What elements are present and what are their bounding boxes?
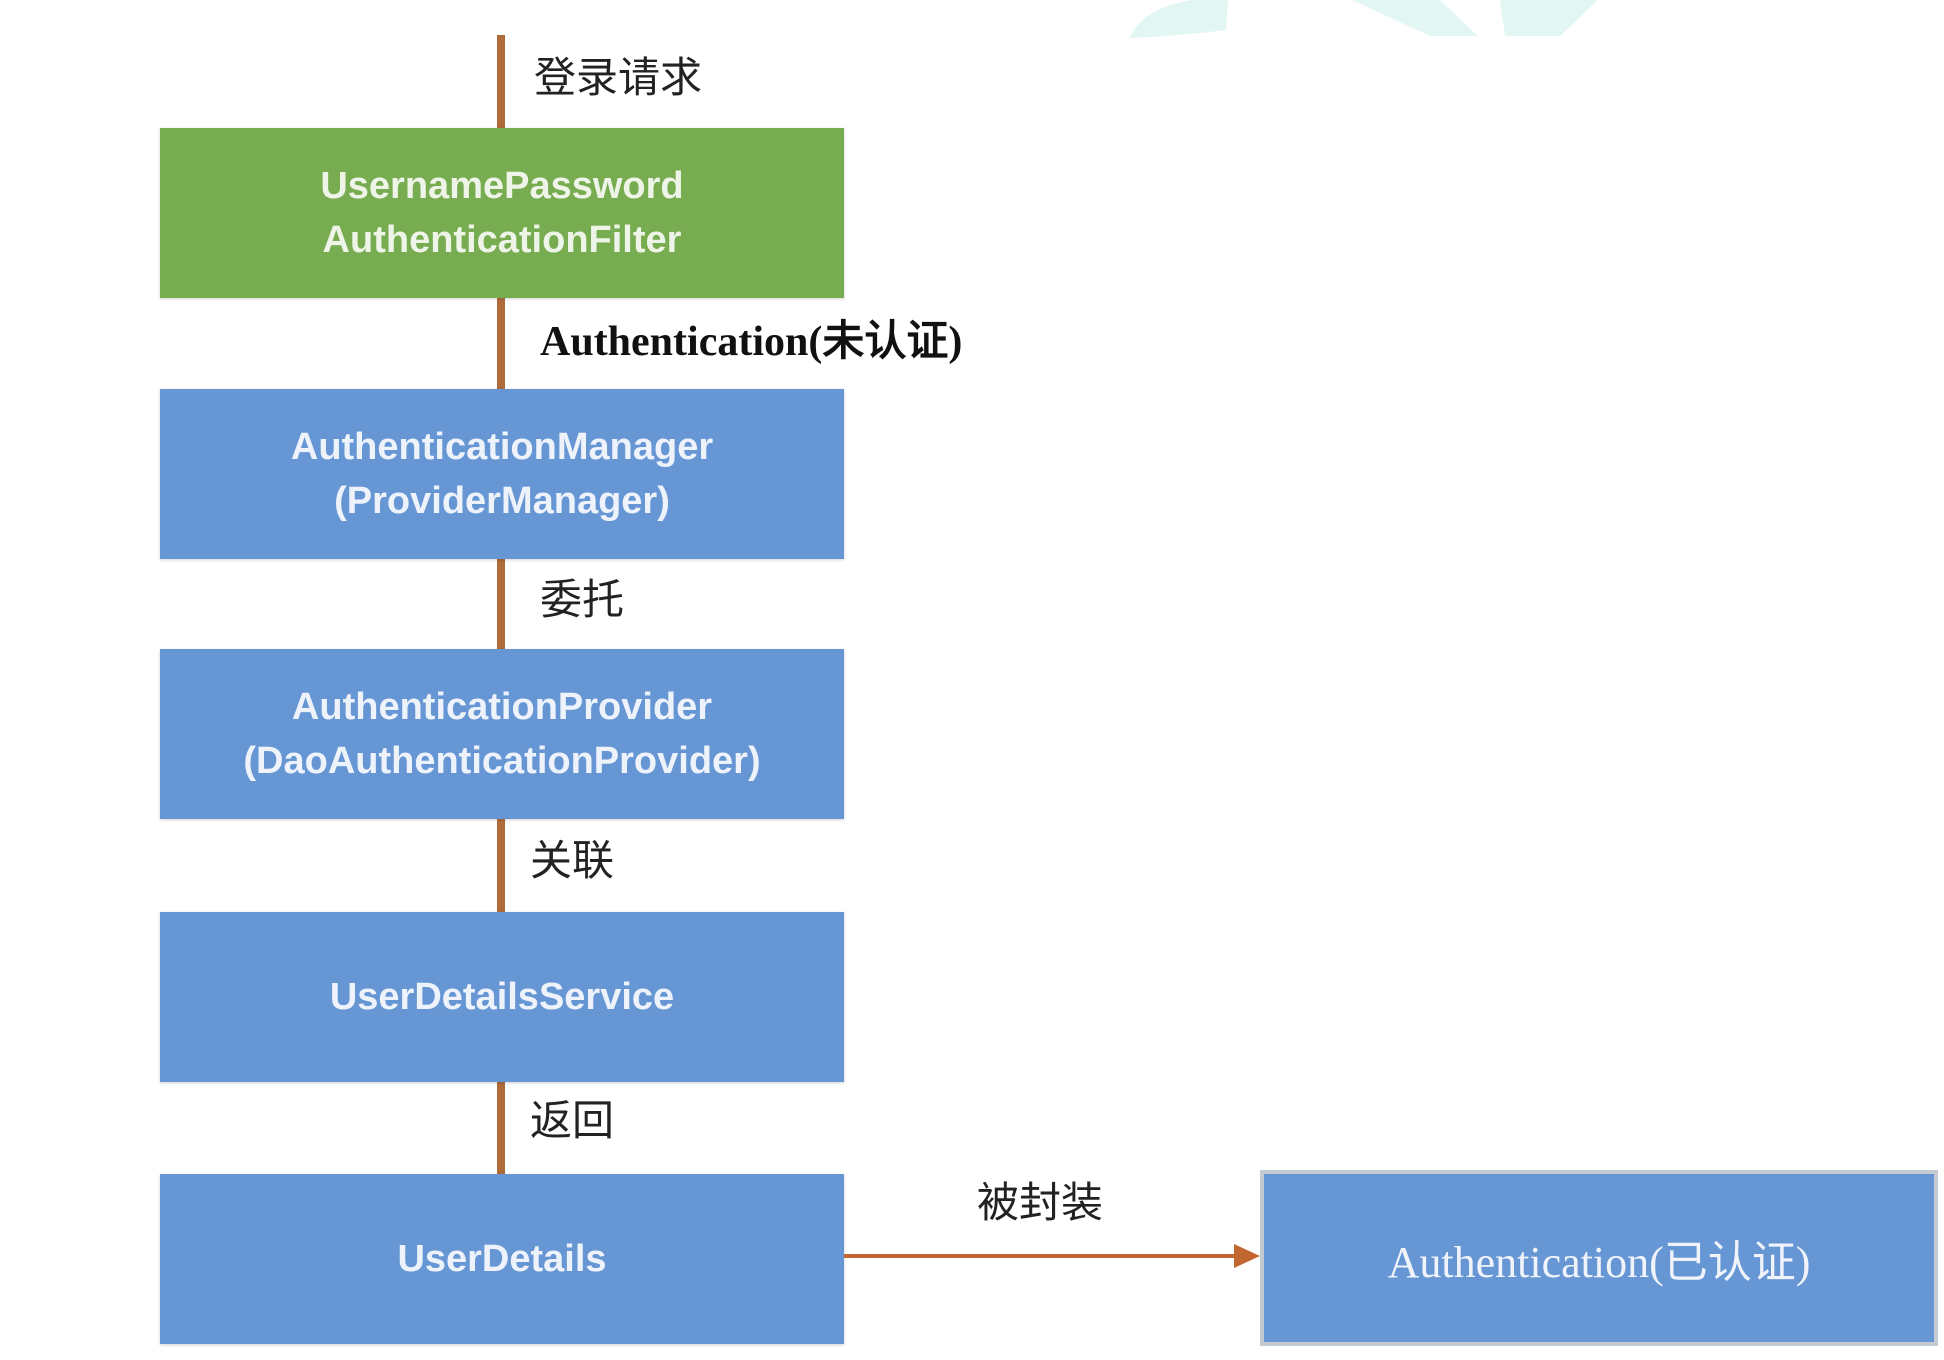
node-label-line1: UsernamePassword	[320, 165, 684, 207]
edge-label-wrapped: 被封装	[977, 1178, 1104, 1227]
node-username-password-authentication-filter: UsernamePassword AuthenticationFilter	[160, 128, 844, 298]
node-label-line1: UserDetails	[397, 1238, 607, 1280]
node-authenticated-authentication: Authentication(已认证)	[1260, 1170, 1938, 1346]
edge-label-unauthenticated: Authentication(未认证)	[540, 319, 963, 365]
edge-label-associate: 关联	[530, 836, 615, 885]
node-label-line2: AuthenticationFilter	[322, 219, 682, 261]
node-authentication-provider: AuthenticationProvider (DaoAuthenticatio…	[160, 649, 844, 819]
node-user-details: UserDetails	[160, 1174, 844, 1344]
node-label-line2: (ProviderManager)	[334, 480, 670, 522]
node-label-line1: UserDetailsService	[329, 976, 675, 1018]
edge-label-delegate: 委托	[540, 575, 625, 624]
node-label-line1: AuthenticationManager	[290, 426, 714, 468]
edge-label-return: 返回	[530, 1096, 615, 1145]
watermark-shape	[1130, 0, 1598, 38]
node-label-line2: (DaoAuthenticationProvider)	[243, 740, 761, 782]
flow-connector-line	[497, 35, 505, 1175]
arrow-right-icon	[844, 1244, 1260, 1268]
edge-label-login-request: 登录请求	[534, 53, 703, 102]
node-user-details-service: UserDetailsService	[160, 912, 844, 1082]
node-authentication-manager: AuthenticationManager (ProviderManager)	[160, 389, 844, 559]
node-label-line1: AuthenticationProvider	[291, 686, 713, 728]
